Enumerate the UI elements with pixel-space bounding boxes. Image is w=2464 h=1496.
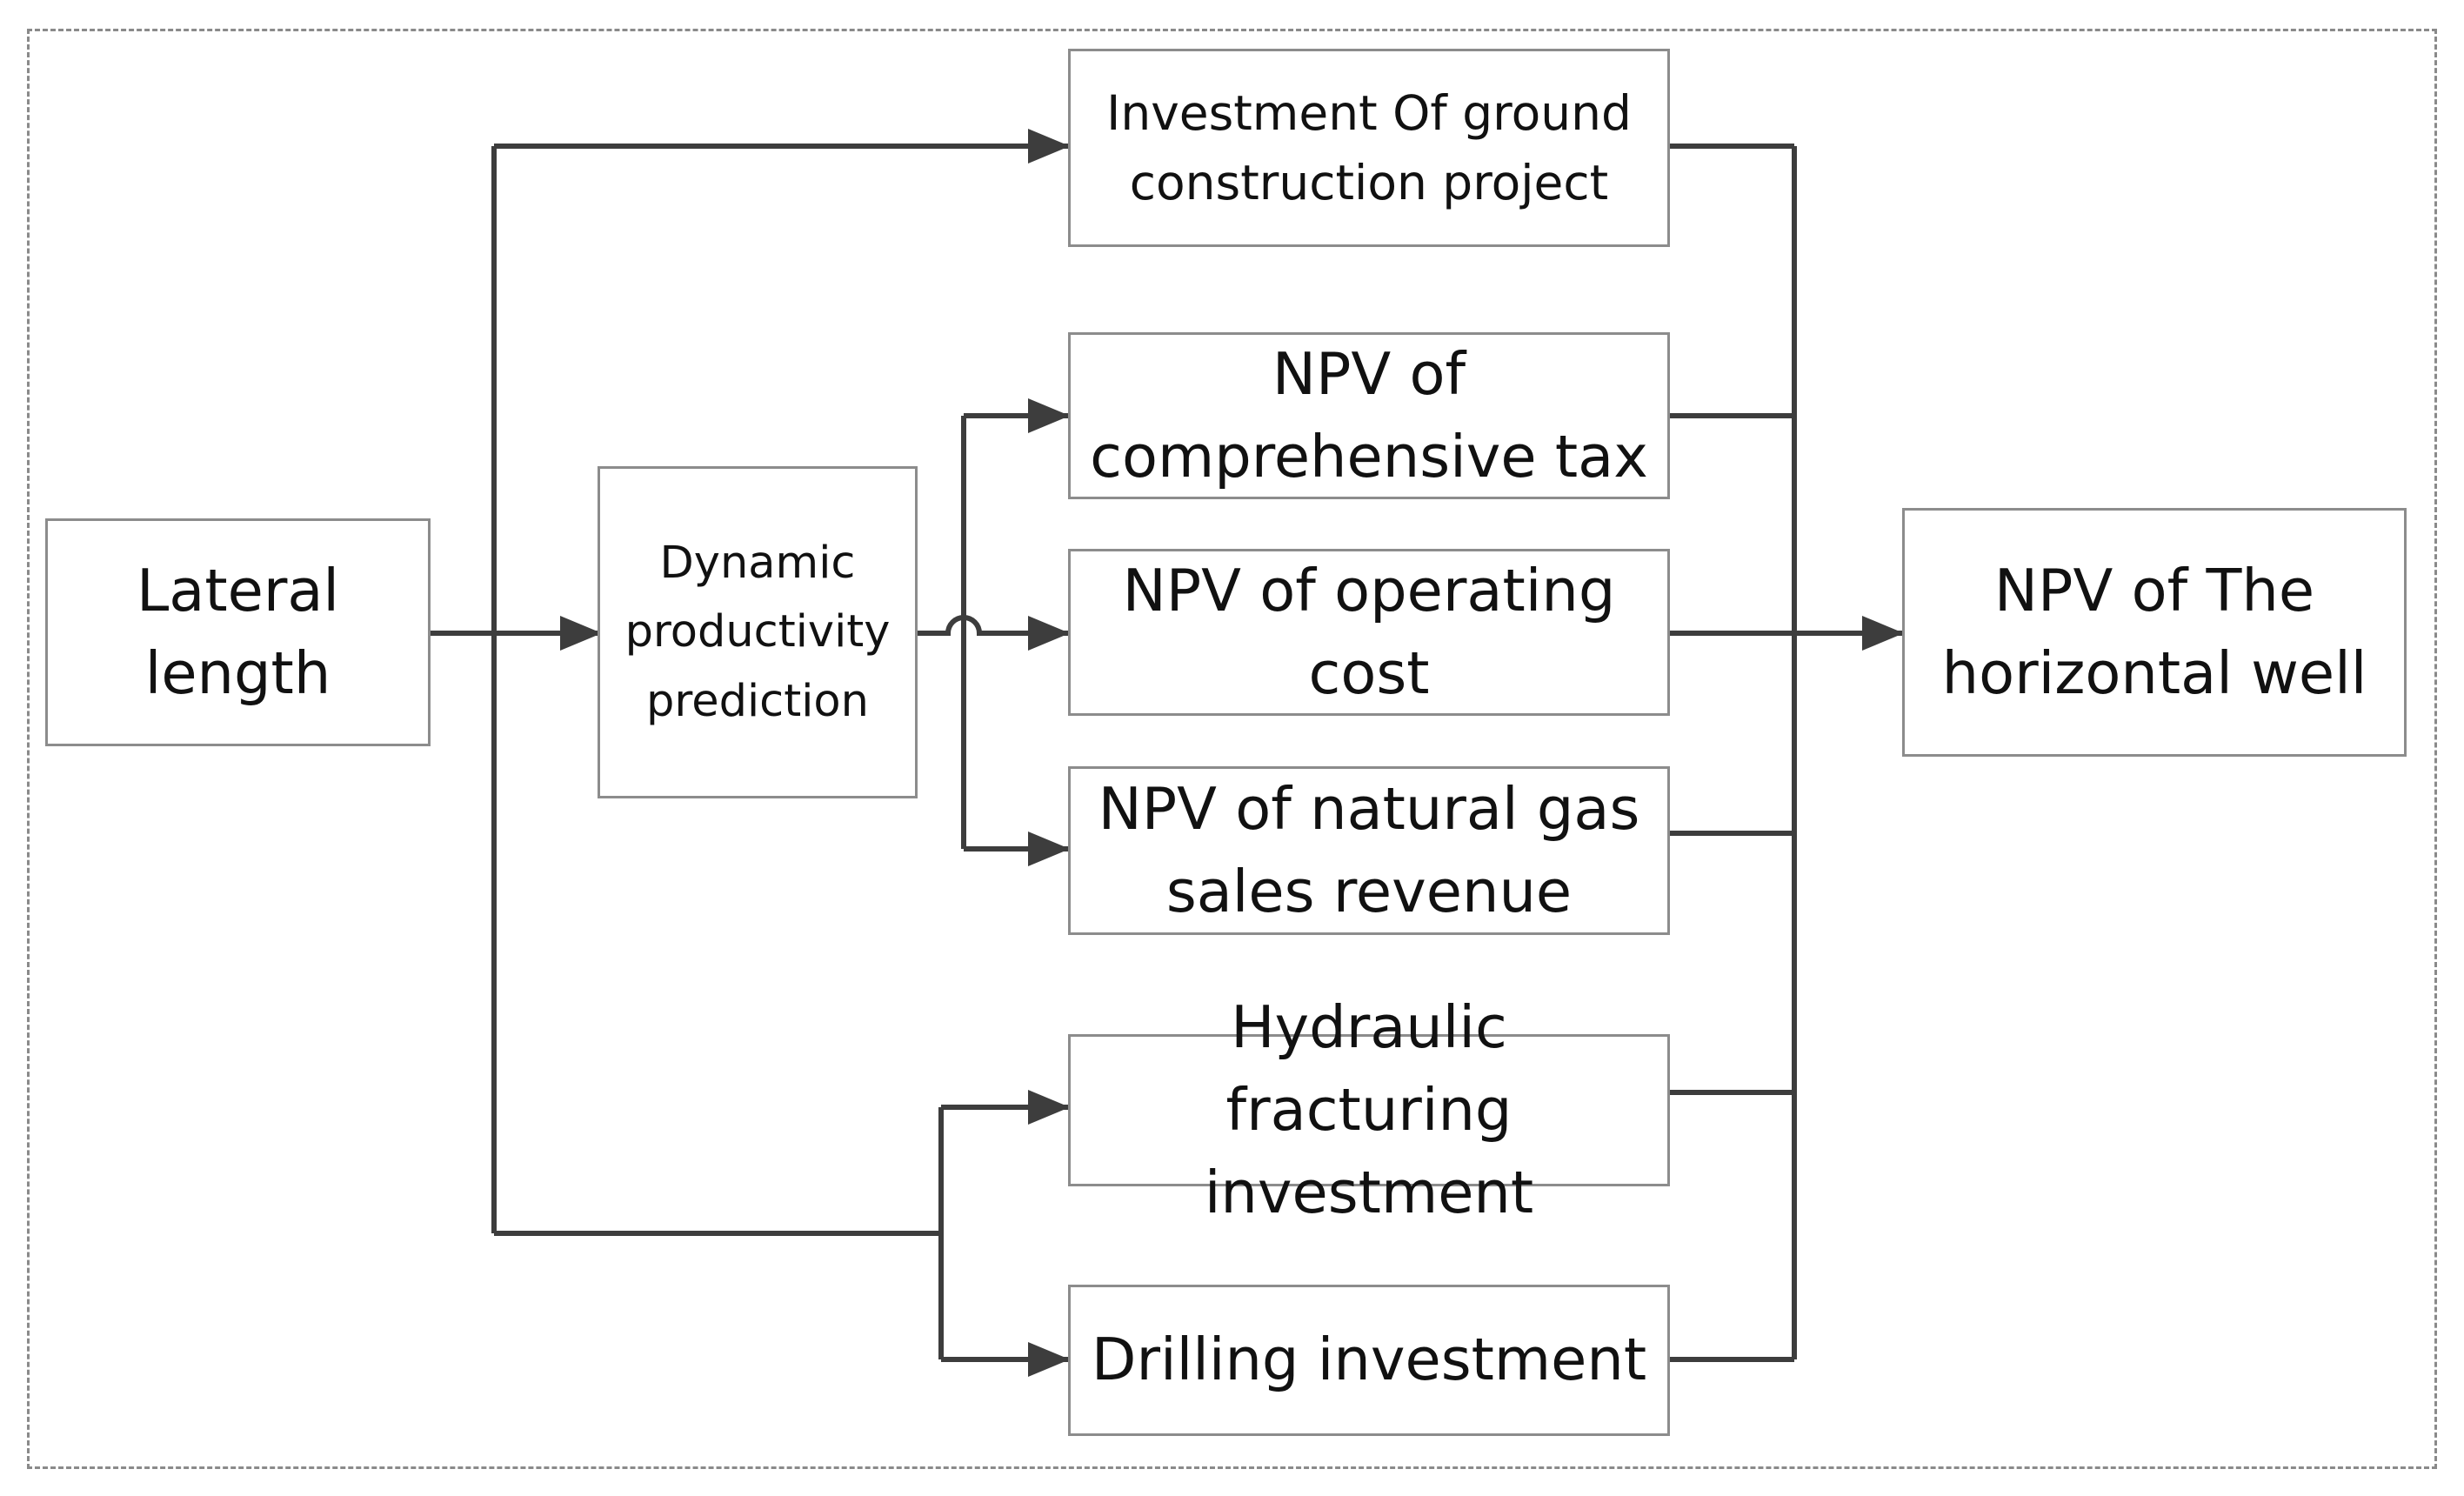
- node-hydraulic-fracturing-label: Hydraulic fracturing investment: [1204, 992, 1534, 1227]
- node-lateral-length: Lateral length: [45, 518, 431, 746]
- node-lateral-length-label: Lateral length: [136, 556, 340, 707]
- node-npv-horizontal-well-label: NPV of The horizontal well: [1941, 556, 2367, 707]
- edge-dynamic-to-operating: [915, 615, 1070, 651]
- node-hydraulic-fracturing: Hydraulic fracturing investment: [1068, 993, 1670, 1226]
- node-npv-horizontal-well: NPV of The horizontal well: [1902, 508, 2407, 757]
- node-gas-sales-revenue-label: NPV of natural gas sales revenue: [1098, 774, 1640, 925]
- node-comprehensive-tax: NPV of comprehensive tax: [1068, 332, 1670, 499]
- node-dynamic-productivity-label: Dynamic productivity prediction: [624, 537, 891, 727]
- node-drilling-investment-label: Drilling investment: [1091, 1326, 1647, 1394]
- node-ground-construction: Investment Of ground construction projec…: [1068, 49, 1670, 247]
- node-operating-cost-label: NPV of operating cost: [1122, 556, 1616, 707]
- dashed-frame: [27, 29, 2437, 1469]
- node-operating-cost: NPV of operating cost: [1068, 549, 1670, 716]
- node-drilling-investment: Drilling investment: [1068, 1285, 1670, 1436]
- node-ground-construction-label: Investment Of ground construction projec…: [1106, 84, 1632, 210]
- node-gas-sales-revenue: NPV of natural gas sales revenue: [1068, 766, 1670, 935]
- node-dynamic-productivity: Dynamic productivity prediction: [598, 466, 918, 798]
- node-comprehensive-tax-label: NPV of comprehensive tax: [1090, 339, 1648, 491]
